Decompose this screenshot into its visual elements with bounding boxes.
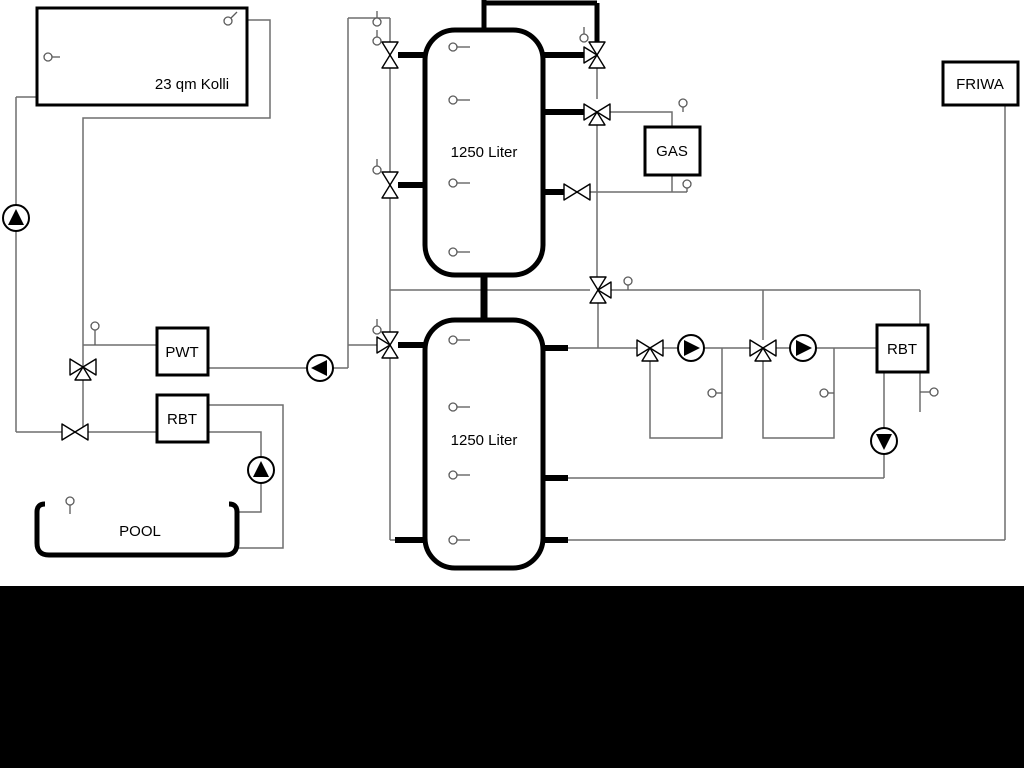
pump-solar (2, 204, 30, 232)
pipe-pool-return (208, 404, 284, 549)
pool-label: POOL (119, 523, 161, 540)
temperature-sensor (372, 319, 382, 335)
rbt-left-label: RBT (167, 411, 197, 428)
tank-label: 1250 Liter (451, 144, 518, 161)
temperature-sensor (90, 321, 100, 345)
rbt-right-heat-exchanger: RBT (875, 323, 930, 374)
tank-body (422, 27, 546, 278)
friwa-station: FRIWA (941, 60, 1020, 107)
tank-sensor (448, 178, 470, 188)
gas-body (643, 125, 702, 177)
tank-sensor (448, 470, 470, 480)
temperature-sensor (223, 11, 238, 26)
three-way-mixing-valve-circuit-2 (749, 339, 777, 362)
temperature-sensor (678, 98, 688, 112)
letterbox-bar (0, 586, 1024, 768)
pump-circuit-1 (677, 334, 705, 362)
pipe (609, 111, 673, 127)
temperature-sensor (372, 159, 382, 175)
friwa-body (941, 60, 1020, 107)
pump-rbt-right (870, 427, 898, 455)
pwt-label: PWT (165, 344, 198, 361)
rbt-right-body (875, 323, 930, 374)
pwt-heat-exchanger: PWT (155, 326, 210, 377)
temperature-sensor (920, 387, 939, 397)
tank-sensor (448, 335, 470, 345)
tank-label: 1250 Liter (451, 432, 518, 449)
pool-body (34, 501, 240, 558)
pump-circuit-2 (789, 334, 817, 362)
temperature-sensor (65, 496, 75, 514)
temperature-sensor (819, 388, 834, 398)
three-way-valve-distribution (589, 276, 612, 304)
buffer-tank-bottom: 1250 Liter (422, 317, 546, 571)
buffer-tank-top: 1250 Liter (422, 27, 546, 278)
rbt-left-heat-exchanger: RBT (155, 393, 210, 444)
three-way-valve-pwt (69, 358, 97, 381)
collector-label: 23 qm Kolli (155, 76, 229, 93)
gas-label: GAS (656, 143, 688, 160)
pipe (82, 19, 271, 432)
temperature-sensor (682, 179, 692, 192)
friwa-label: FRIWA (956, 76, 1004, 93)
tank-sensor (448, 95, 470, 105)
tank-sensor (448, 402, 470, 412)
pump-pwt (306, 354, 334, 382)
tank-sensor (448, 42, 470, 52)
three-way-valve-gas-flow (583, 103, 611, 126)
collector-body (35, 6, 249, 107)
temperature-sensor (707, 388, 722, 398)
pool: POOL (34, 501, 240, 558)
temperature-sensor (579, 27, 589, 43)
temperature-sensors (43, 11, 939, 545)
rbt-left-body (155, 393, 210, 444)
valve-gas-return (563, 183, 591, 201)
tank-connections (395, 0, 600, 543)
gas-boiler: GAS (643, 125, 702, 177)
tank-sensor (448, 247, 470, 257)
temperature-sensor (372, 11, 382, 27)
tank-body (422, 317, 546, 571)
tank-sensor (448, 535, 470, 545)
valve-rbt-left (61, 423, 89, 441)
three-way-mixing-valve-circuit-1 (636, 339, 664, 362)
pwt-body (155, 326, 210, 377)
temperature-sensor (372, 30, 382, 46)
temperature-sensor (623, 276, 633, 290)
valve-tank-top-left-lower (381, 171, 399, 199)
pump-pool (247, 456, 275, 484)
rbt-right-label: RBT (887, 341, 917, 358)
solar-collector: 23 qm Kolli (35, 6, 249, 107)
three-way-valve-tank-bottom-left (376, 331, 399, 359)
valve-tank-top-left-upper (381, 41, 399, 69)
three-way-valve-top-right-upper (583, 41, 606, 69)
temperature-sensor (43, 52, 60, 62)
